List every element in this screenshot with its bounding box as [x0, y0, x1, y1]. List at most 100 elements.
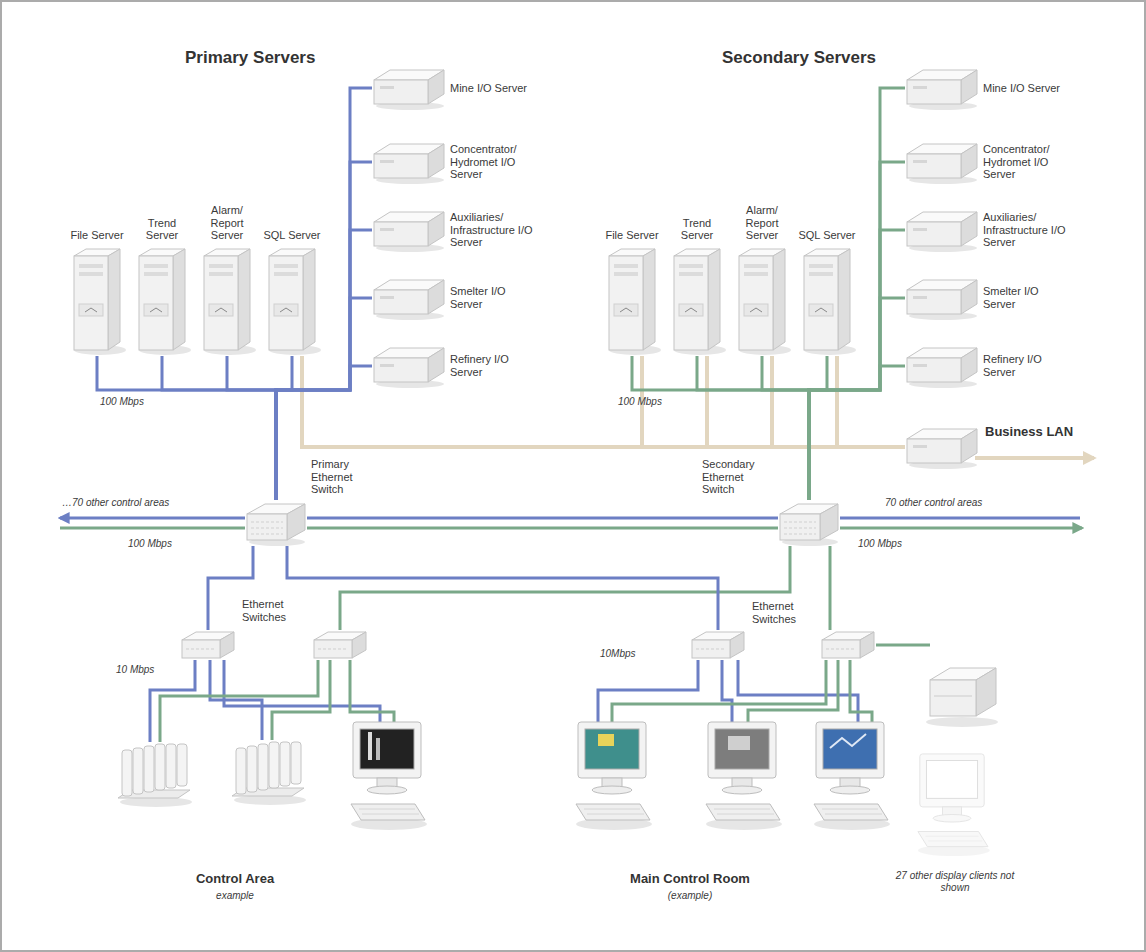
network-link	[227, 356, 276, 500]
node-label: Concentrator/ Hydromet I/O Server	[450, 143, 538, 181]
network-link	[97, 356, 276, 500]
io-server: Auxiliaries/ Infrastructure I/O Server	[905, 208, 1071, 252]
node-label: Mine I/O Server	[983, 82, 1071, 95]
speed-label: 10 Mbps	[116, 664, 154, 676]
network-link	[642, 356, 905, 447]
switch-icon	[690, 630, 746, 660]
server-tower	[733, 246, 791, 356]
server-box	[372, 140, 446, 184]
server-box	[905, 66, 979, 110]
alarm-server: Alarm/ Report Server	[733, 200, 791, 356]
workstation	[706, 722, 782, 830]
screen-detail	[368, 732, 372, 760]
ethernet-switch: Primary Ethernet Switch	[245, 500, 307, 546]
network-link	[642, 356, 905, 447]
network-link	[287, 546, 718, 630]
network-link	[227, 356, 276, 500]
network-link	[162, 356, 276, 500]
io-server: Auxiliaries/ Infrastructure I/O Server	[372, 208, 538, 252]
server-tower	[263, 246, 321, 356]
network-link	[97, 356, 276, 500]
switch-icon	[180, 630, 236, 660]
network-link	[276, 356, 292, 500]
file-server: File Server	[603, 200, 661, 356]
node-label: Refinery I/O Server	[983, 353, 1071, 378]
node-label: Ethernet Switches	[752, 600, 814, 625]
node-label: Refinery I/O Server	[450, 353, 538, 378]
ethernet-switch: Ethernet Switches	[180, 630, 236, 660]
plc-rack	[232, 742, 306, 805]
server-box	[905, 140, 979, 184]
network-link	[307, 517, 778, 520]
node-label: SQL Server	[263, 229, 321, 242]
area-label: example	[150, 890, 320, 902]
printer	[926, 668, 998, 727]
screen-detail	[830, 734, 866, 748]
server-tower	[668, 246, 726, 356]
area-label: Main Control Room	[590, 872, 790, 887]
screen-detail	[376, 738, 380, 760]
ethernet-switch	[314, 632, 366, 658]
network-link	[632, 356, 809, 500]
workstation	[576, 722, 652, 830]
server-box	[372, 344, 446, 388]
io-server: Mine I/O Server	[905, 66, 1071, 110]
network-link	[307, 527, 778, 530]
server-tower	[133, 246, 191, 356]
network-link	[287, 546, 718, 630]
io-server: Smelter I/O Server	[372, 276, 538, 320]
network-link	[697, 356, 809, 500]
node-label: Auxiliaries/ Infrastructure I/O Server	[450, 211, 538, 249]
business-lan: Business LAN	[905, 425, 1073, 469]
network-link	[707, 356, 905, 447]
network-link	[809, 366, 905, 500]
group-title: Primary Servers	[185, 48, 315, 68]
network-link	[707, 356, 905, 447]
node-label: Concentrator/ Hydromet I/O Server	[983, 143, 1071, 181]
speed-label: 70 other control areas	[885, 497, 982, 509]
node-label: File Server	[68, 229, 126, 242]
server-box	[905, 208, 979, 252]
plc-rack	[118, 744, 192, 807]
network-link	[276, 356, 292, 500]
node-label: Alarm/ Report Server	[198, 204, 256, 242]
ethernet-switch	[822, 632, 874, 658]
server-box	[372, 66, 446, 110]
network-link	[837, 356, 905, 447]
workstation	[814, 722, 890, 830]
network-link	[762, 356, 809, 500]
io-server: Refinery I/O Server	[372, 344, 538, 388]
node-label: File Server	[603, 229, 661, 242]
screen-detail	[598, 734, 614, 746]
io-server: Mine I/O Server	[372, 66, 538, 110]
server-tower	[603, 246, 661, 356]
network-link	[162, 356, 276, 500]
network-link	[697, 356, 809, 500]
ethernet-switch: Ethernet Switches	[690, 630, 746, 660]
node-label: Smelter I/O Server	[450, 285, 538, 310]
server-box	[372, 208, 446, 252]
io-server: Concentrator/ Hydromet I/O Server	[905, 140, 1071, 184]
speed-label: 10Mbps	[600, 648, 636, 660]
node-label: Auxiliaries/ Infrastructure I/O Server	[983, 211, 1071, 249]
server-tower	[198, 246, 256, 356]
node-label: Secondary Ethernet Switch	[702, 458, 772, 496]
server-box	[905, 344, 979, 388]
network-link	[632, 356, 809, 500]
node-label: Alarm/ Report Server	[733, 204, 791, 242]
sql-server: SQL Server	[798, 200, 856, 356]
sql-server: SQL Server	[263, 200, 321, 356]
file-server: File Server	[68, 200, 126, 356]
area-label: 27 other display clients not shown	[893, 870, 1017, 893]
network-link	[809, 356, 827, 500]
network-link	[837, 356, 905, 447]
node-label: Primary Ethernet Switch	[311, 458, 381, 496]
network-link	[809, 356, 827, 500]
network-link	[772, 356, 905, 447]
trend-server: Trend Server	[668, 200, 726, 356]
node-label: Business LAN	[985, 425, 1073, 440]
node-label: Trend Server	[133, 217, 191, 242]
server-tower	[798, 246, 856, 356]
speed-label: 100 Mbps	[618, 396, 662, 408]
